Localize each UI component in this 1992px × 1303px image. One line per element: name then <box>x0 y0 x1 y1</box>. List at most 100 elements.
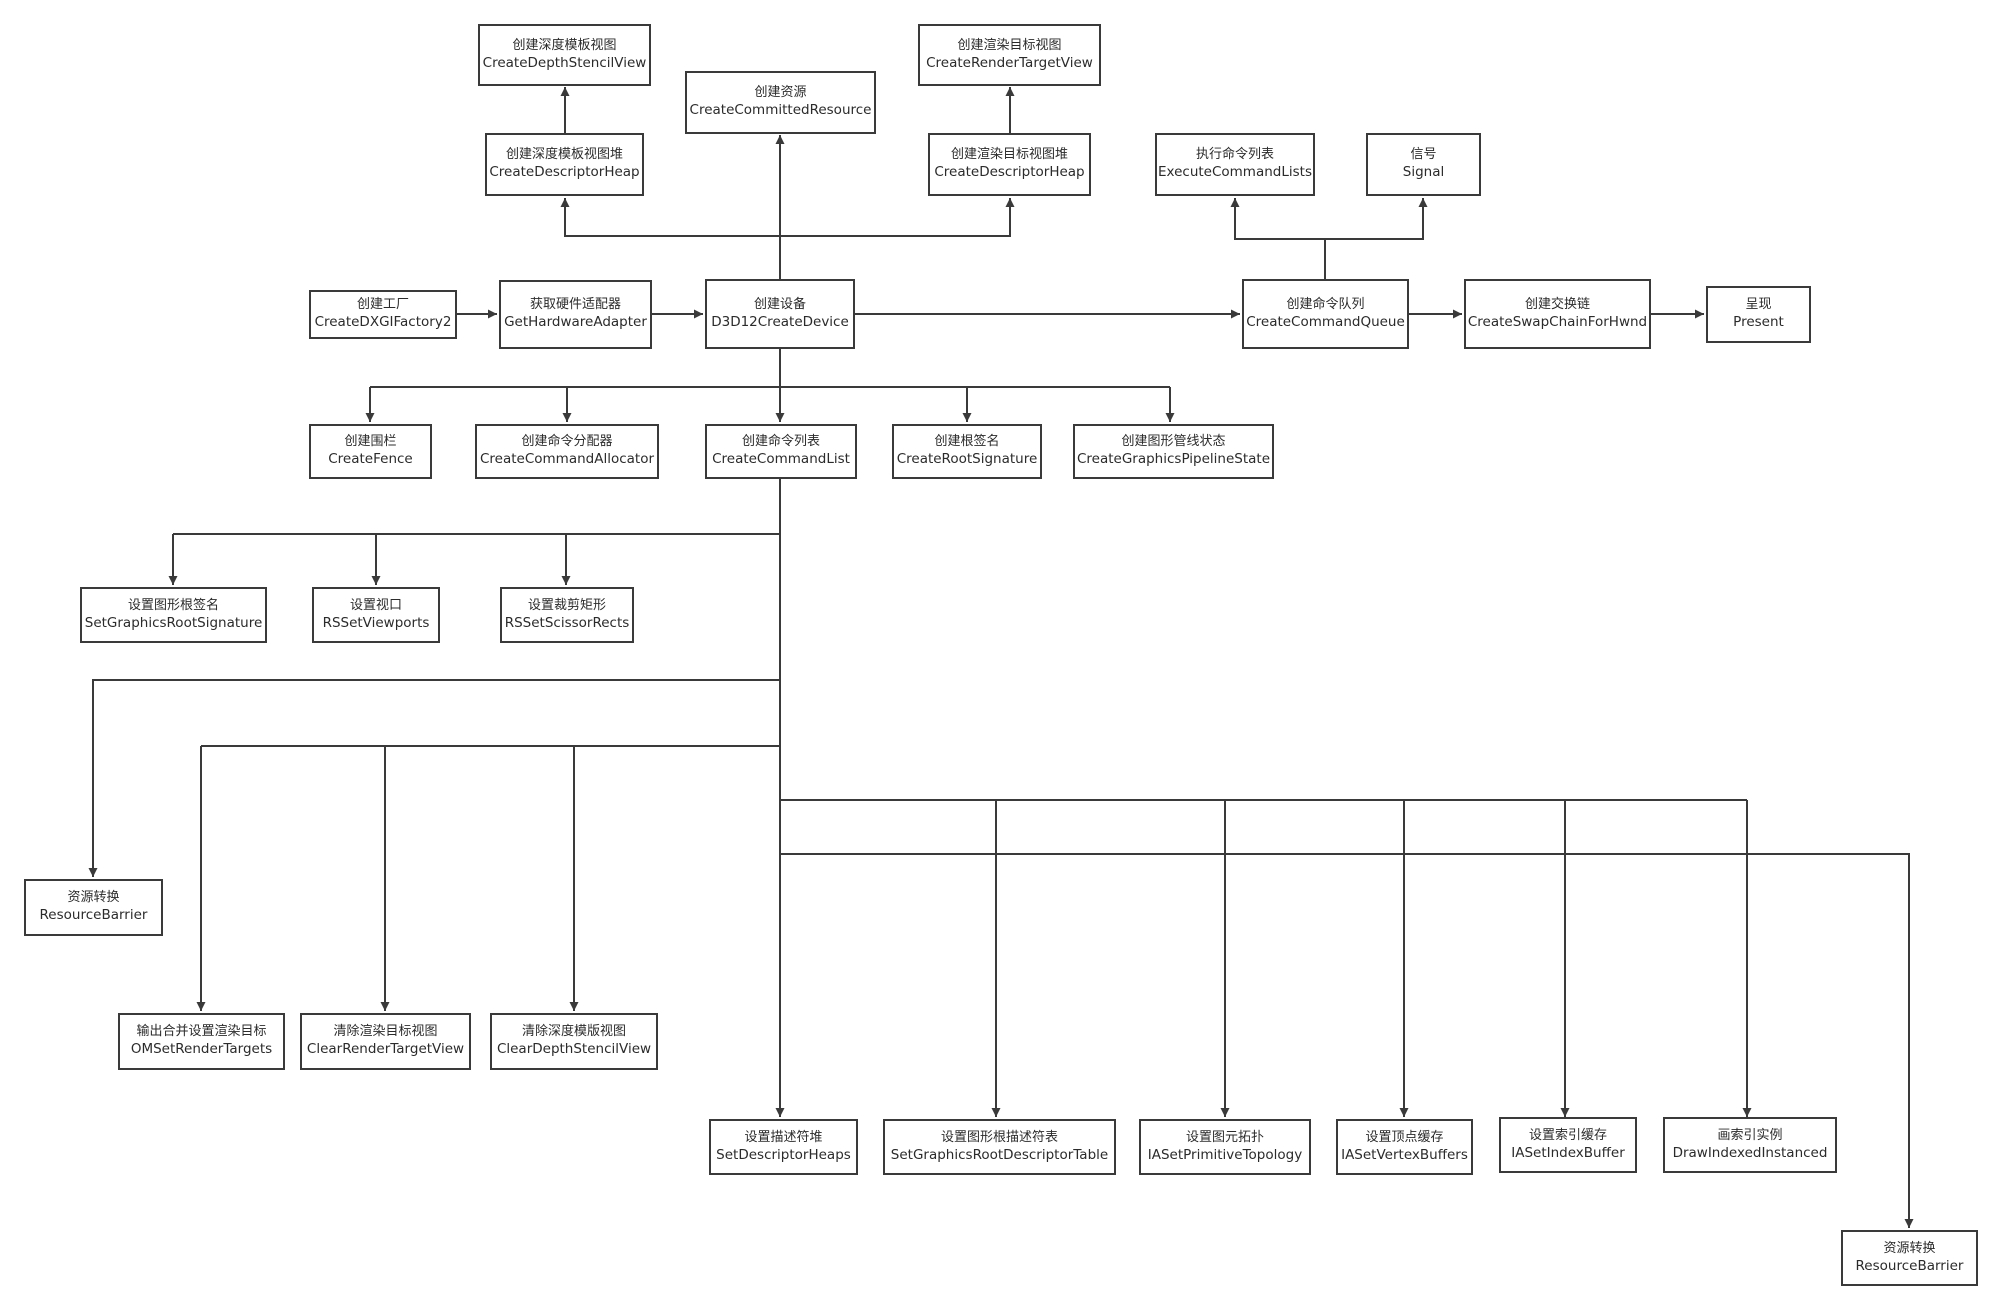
node-label-cn: 创建深度模板视图 <box>512 37 617 53</box>
node-label-cn: 获取硬件适配器 <box>529 297 621 313</box>
node-label-cn: 画索引实例 <box>1717 1127 1783 1143</box>
node-execute-command-lists: 执行命令列表 ExecuteCommandLists <box>1155 133 1315 196</box>
node-label-cn: 创建命令队列 <box>1286 296 1365 312</box>
node-label-en: Signal <box>1402 164 1445 181</box>
node-rs-set-viewports: 设置视口 RSSetViewports <box>312 587 440 643</box>
node-label-cn: 设置裁剪矩形 <box>527 597 606 613</box>
node-label-cn: 创建渲染目标视图 <box>957 37 1062 53</box>
node-label-cn: 创建图形管线状态 <box>1121 434 1226 450</box>
node-label-en: SetGraphicsRootDescriptorTable <box>890 1146 1109 1163</box>
node-label-en: CreateFence <box>328 451 413 468</box>
node-create-dxgi-factory: 创建工厂 CreateDXGIFactory2 <box>309 290 457 339</box>
node-label-cn: 呈现 <box>1745 297 1772 313</box>
node-create-command-allocator: 创建命令分配器 CreateCommandAllocator <box>475 424 659 479</box>
node-label-cn: 创建设备 <box>753 296 806 312</box>
node-label-cn: 清除渲染目标视图 <box>333 1024 438 1040</box>
edge-to-barrier1 <box>88 679 780 877</box>
node-create-command-queue: 创建命令队列 CreateCommandQueue <box>1242 279 1409 349</box>
node-label-cn: 设置图形根签名 <box>127 597 219 613</box>
node-create-root-signature: 创建根签名 CreateRootSignature <box>892 424 1042 479</box>
node-label-en: CreateGraphicsPipelineState <box>1076 451 1271 468</box>
node-label-en: CreateDescriptorHeap <box>489 164 640 181</box>
edge-to-barrier2 <box>780 853 1914 1228</box>
node-label-en: SetDescriptorHeaps <box>716 1146 851 1163</box>
node-label-en: ClearDepthStencilView <box>496 1041 652 1058</box>
node-create-depth-stencil-view: 创建深度模板视图 CreateDepthStencilView <box>478 24 651 86</box>
node-label-en: CreateDepthStencilView <box>482 54 647 71</box>
node-create-dsv-heap: 创建深度模板视图堆 CreateDescriptorHeap <box>485 133 644 196</box>
node-label-cn: 设置图元拓扑 <box>1185 1129 1264 1145</box>
node-signal: 信号 Signal <box>1366 133 1481 196</box>
node-label-en: CreateRootSignature <box>896 451 1038 468</box>
edge-device-heaps <box>560 198 780 237</box>
node-resource-barrier-1: 资源转换 ResourceBarrier <box>24 879 163 936</box>
node-create-device: 创建设备 D3D12CreateDevice <box>705 279 855 349</box>
node-label-cn: 创建命令分配器 <box>521 434 613 450</box>
node-label-cn: 创建资源 <box>754 85 807 101</box>
node-create-rtv-heap: 创建渲染目标视图堆 CreateDescriptorHeap <box>928 133 1091 196</box>
node-create-render-target-view: 创建渲染目标视图 CreateRenderTargetView <box>918 24 1101 86</box>
node-label-en: CreateSwapChainForHwnd <box>1467 313 1648 330</box>
node-create-committed-resource: 创建资源 CreateCommittedResource <box>685 71 876 134</box>
node-label-cn: 创建工厂 <box>356 297 409 313</box>
node-set-graphics-root-signature: 设置图形根签名 SetGraphicsRootSignature <box>80 587 267 643</box>
node-create-command-list: 创建命令列表 CreateCommandList <box>705 424 857 479</box>
node-label-cn: 创建渲染目标视图堆 <box>950 147 1068 163</box>
node-label-en: CreateCommittedResource <box>689 102 872 119</box>
node-label-cn: 创建根签名 <box>934 434 1000 450</box>
node-om-set-render-targets: 输出合并设置渲染目标 OMSetRenderTargets <box>118 1013 285 1070</box>
node-create-fence: 创建围栏 CreateFence <box>309 424 432 479</box>
node-label-en: ExecuteCommandLists <box>1157 164 1312 181</box>
edge-device-rtvheap <box>780 198 1015 237</box>
node-label-en: GetHardwareAdapter <box>504 314 647 331</box>
node-clear-render-target-view: 清除渲染目标视图 ClearRenderTargetView <box>300 1013 471 1070</box>
edge-queue-signal <box>1325 198 1428 240</box>
node-label-cn: 执行命令列表 <box>1195 147 1274 163</box>
node-label-en: IASetPrimitiveTopology <box>1147 1146 1303 1163</box>
node-label-en: CreateDXGIFactory2 <box>314 314 452 331</box>
node-label-en: SetGraphicsRootSignature <box>84 614 263 631</box>
node-label-en: ResourceBarrier <box>1855 1257 1964 1274</box>
node-label-en: DrawIndexedInstanced <box>1672 1144 1828 1161</box>
node-ia-set-primitive-topology: 设置图元拓扑 IASetPrimitiveTopology <box>1139 1119 1311 1175</box>
node-draw-indexed-instanced: 画索引实例 DrawIndexedInstanced <box>1663 1117 1837 1173</box>
node-label-cn: 创建交换链 <box>1524 296 1590 312</box>
node-set-graphics-root-descriptor-table: 设置图形根描述符表 SetGraphicsRootDescriptorTable <box>883 1119 1116 1175</box>
node-label-en: Present <box>1733 314 1784 331</box>
node-label-en: OMSetRenderTargets <box>130 1041 273 1058</box>
node-present: 呈现 Present <box>1706 286 1811 343</box>
node-label-cn: 设置描述符堆 <box>744 1129 823 1145</box>
node-label-cn: 信号 <box>1410 147 1437 163</box>
node-rs-set-scissor-rects: 设置裁剪矩形 RSSetScissorRects <box>500 587 634 643</box>
node-label-cn: 资源转换 <box>67 890 120 906</box>
node-label-en: RSSetViewports <box>322 614 430 631</box>
node-label-en: IASetIndexBuffer <box>1511 1144 1625 1161</box>
node-label-cn: 输出合并设置渲染目标 <box>136 1024 267 1040</box>
node-label-cn: 创建命令列表 <box>741 434 820 450</box>
node-create-graphics-pipeline-state: 创建图形管线状态 CreateGraphicsPipelineState <box>1073 424 1274 479</box>
node-label-cn: 设置索引缓存 <box>1528 1127 1607 1143</box>
node-ia-set-index-buffer: 设置索引缓存 IASetIndexBuffer <box>1499 1117 1637 1173</box>
node-create-swap-chain: 创建交换链 CreateSwapChainForHwnd <box>1464 279 1651 349</box>
node-label-en: ClearRenderTargetView <box>306 1041 465 1058</box>
node-label-cn: 资源转换 <box>1883 1240 1936 1256</box>
node-label-cn: 创建围栏 <box>344 434 397 450</box>
node-label-en: CreateRenderTargetView <box>926 54 1093 71</box>
node-label-cn: 设置视口 <box>349 597 402 613</box>
node-label-cn: 设置顶点缓存 <box>1365 1129 1444 1145</box>
node-label-en: IASetVertexBuffers <box>1341 1146 1468 1163</box>
node-label-en: D3D12CreateDevice <box>711 313 849 330</box>
node-label-en: RSSetScissorRects <box>504 614 630 631</box>
node-label-en: CreateCommandAllocator <box>479 451 655 468</box>
node-label-en: CreateCommandList <box>712 451 850 468</box>
node-clear-depth-stencil-view: 清除深度模版视图 ClearDepthStencilView <box>490 1013 658 1070</box>
node-label-cn: 创建深度模板视图堆 <box>505 147 623 163</box>
node-label-cn: 清除深度模版视图 <box>521 1024 626 1040</box>
node-label-en: CreateCommandQueue <box>1246 313 1405 330</box>
node-label-en: CreateDescriptorHeap <box>934 164 1085 181</box>
node-ia-set-vertex-buffers: 设置顶点缓存 IASetVertexBuffers <box>1336 1119 1473 1175</box>
node-set-descriptor-heaps: 设置描述符堆 SetDescriptorHeaps <box>709 1119 858 1175</box>
node-label-cn: 设置图形根描述符表 <box>940 1129 1058 1145</box>
